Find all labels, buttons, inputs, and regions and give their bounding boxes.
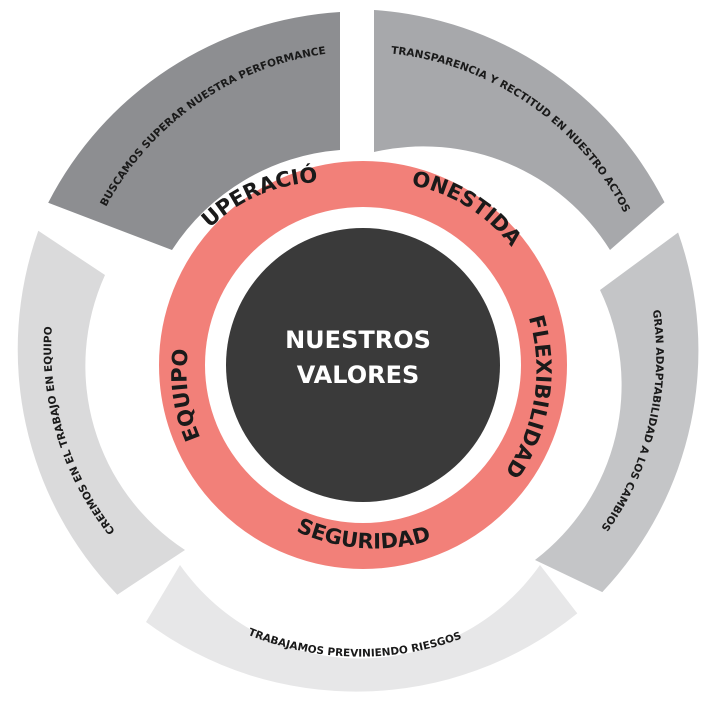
outer-segment-equipo bbox=[17, 230, 186, 595]
outer-segment-superacion bbox=[48, 12, 340, 250]
outer-segment-flexibilidad bbox=[535, 232, 699, 593]
center-title-line2: VALORES bbox=[297, 361, 420, 389]
outer-segment-honestidad bbox=[374, 10, 665, 250]
outer-ring bbox=[17, 10, 699, 692]
outer-segment-seguridad bbox=[146, 565, 578, 692]
center-title-line1: NUESTROS bbox=[285, 326, 431, 354]
center-circle bbox=[226, 228, 500, 502]
